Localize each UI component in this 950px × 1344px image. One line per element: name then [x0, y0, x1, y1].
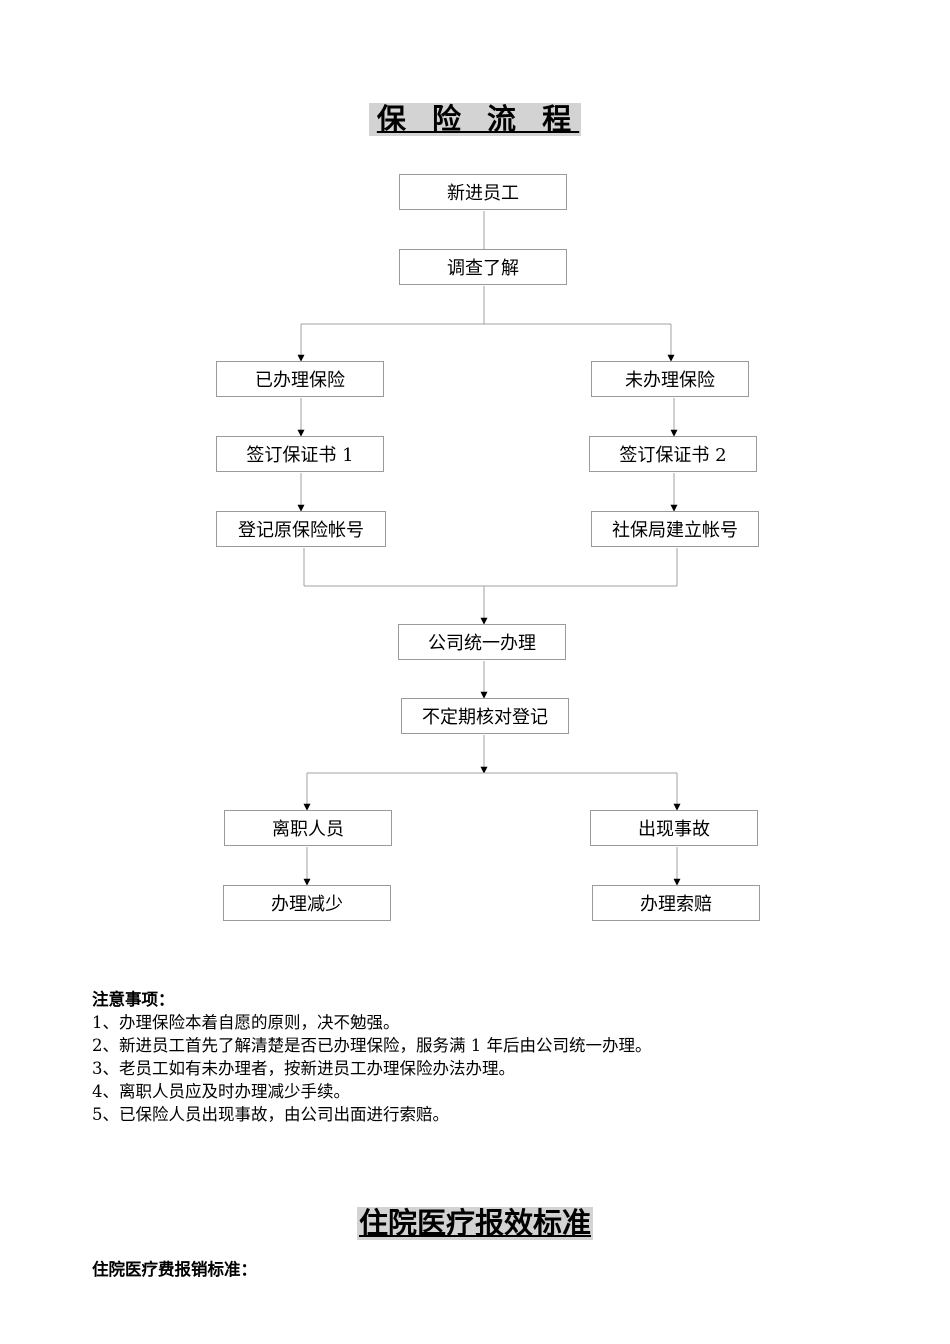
node-investigate: 调查了解 [399, 249, 567, 285]
node-uninsured: 未办理保险 [591, 361, 749, 397]
node-sign-cert-2: 签订保证书 2 [589, 436, 757, 472]
note-item: 1、办理保险本着自愿的原则，决不勉强。 [92, 1013, 400, 1032]
node-insured: 已办理保险 [216, 361, 384, 397]
note-item: 5、已保险人员出现事故，由公司出面进行索赔。 [92, 1105, 449, 1124]
notes-section: 注意事项： 1、办理保险本着自愿的原则，决不勉强。 2、新进员工首先了解清楚是否… [92, 988, 652, 1126]
node-claim: 办理索赔 [592, 885, 760, 921]
node-social-account: 社保局建立帐号 [591, 511, 759, 547]
section-title: 住院医疗报效标准 [356, 1206, 593, 1241]
node-accident: 出现事故 [590, 810, 758, 846]
node-sign-cert-1: 签订保证书 1 [216, 436, 384, 472]
note-item: 3、老员工如有未办理者，按新进员工办理保险办法办理。 [92, 1059, 515, 1078]
section-subheading: 住院医疗费报销标准： [92, 1260, 257, 1279]
node-reduce: 办理减少 [223, 885, 391, 921]
note-item: 4、离职人员应及时办理减少手续。 [92, 1082, 350, 1101]
node-irregular-check: 不定期核对登记 [401, 698, 569, 734]
node-resigned: 离职人员 [224, 810, 392, 846]
note-item: 2、新进员工首先了解清楚是否已办理保险，服务满 1 年后由公司统一办理。 [92, 1036, 652, 1055]
node-new-employee: 新进员工 [399, 174, 567, 210]
page-title: 保 险 流 程 [0, 102, 950, 137]
node-register-original: 登记原保险帐号 [216, 511, 386, 547]
node-company-unified: 公司统一办理 [398, 624, 566, 660]
notes-heading: 注意事项： [92, 990, 175, 1009]
